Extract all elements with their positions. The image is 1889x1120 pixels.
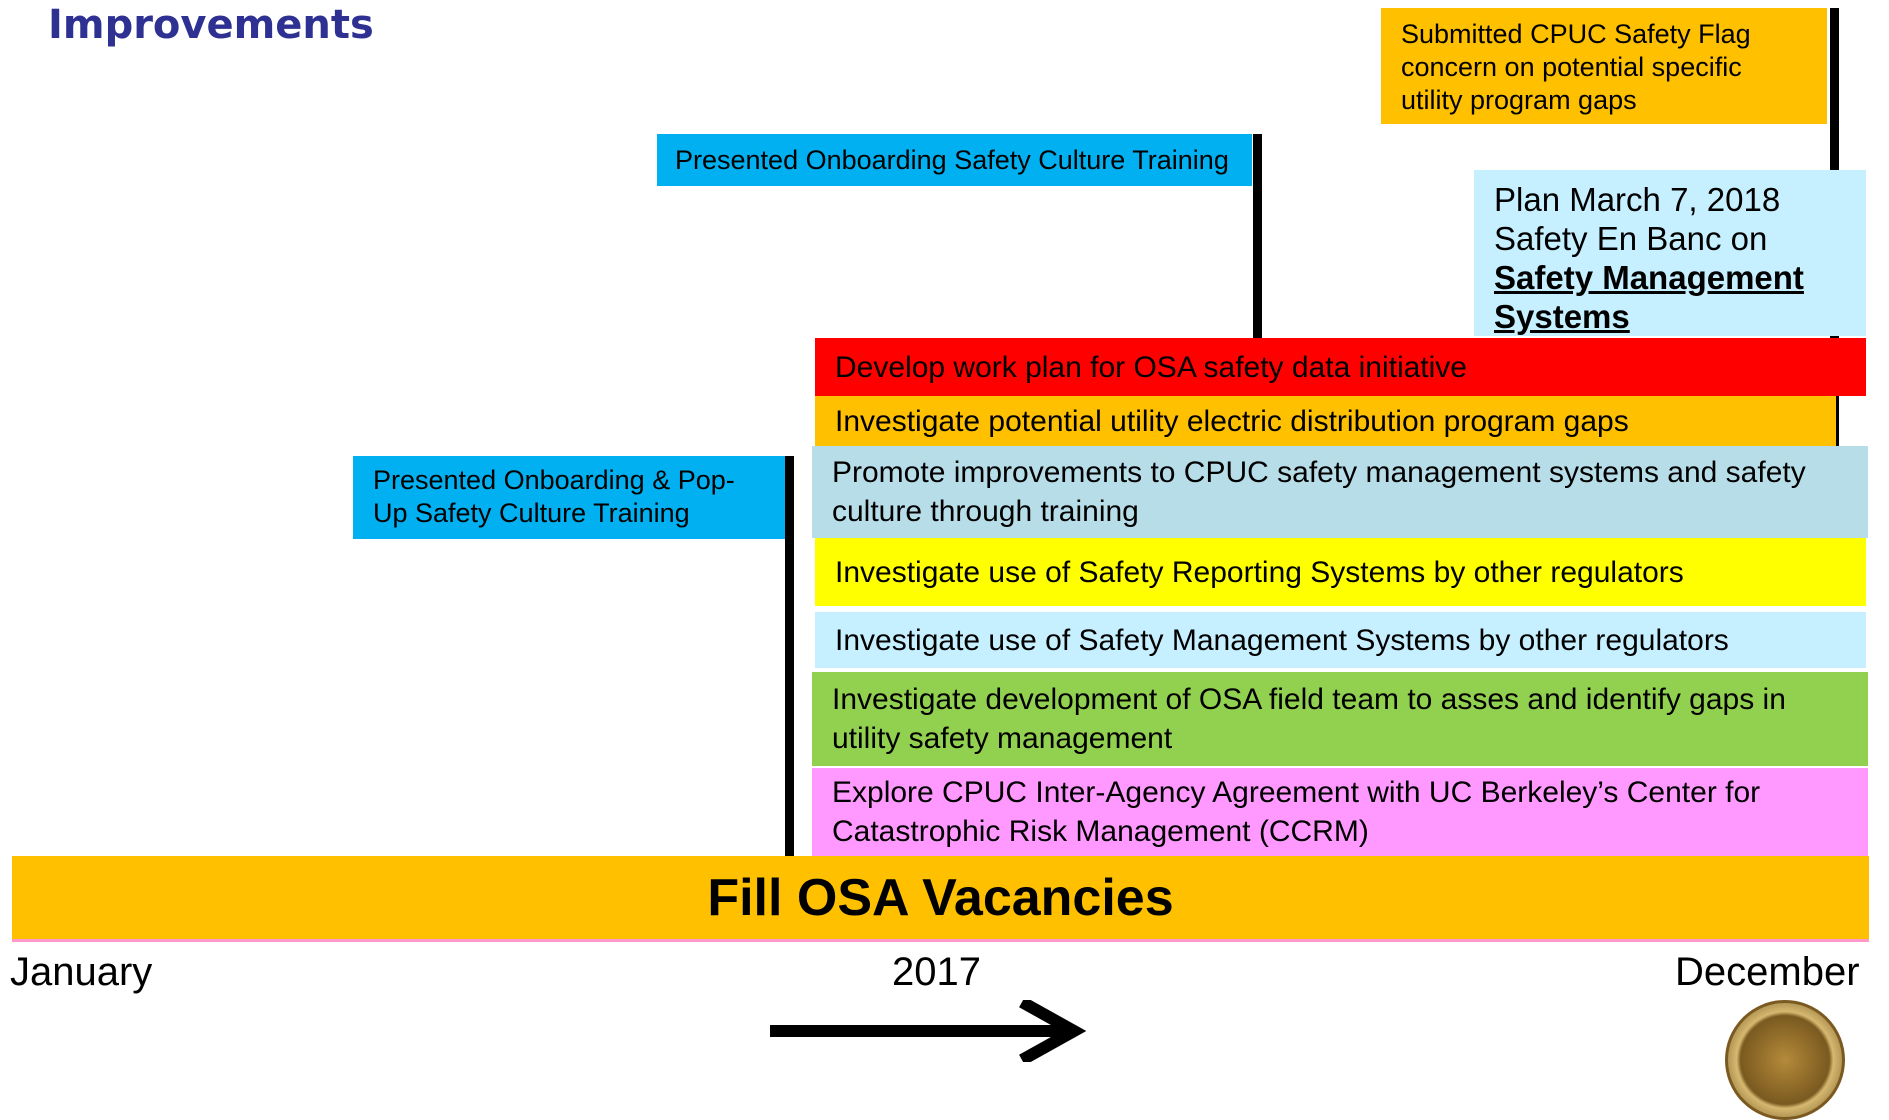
popup-training-callout: Presented Onboarding & Pop-Up Safety Cul… — [353, 456, 785, 539]
distribution-gaps-bar: Investigate potential utility electric d… — [815, 396, 1836, 446]
fill-vacancies-text: Fill OSA Vacancies — [707, 868, 1174, 927]
promote-improvements-bar: Promote improvements to CPUC safety mana… — [812, 446, 1868, 538]
plan-en-banc-callout: Plan March 7, 2018 Safety En Banc on Saf… — [1474, 170, 1866, 336]
safety-flag-callout: Submitted CPUC Safety Flag concern on po… — [1381, 8, 1827, 124]
management-systems-text: Investigate use of Safety Management Sys… — [835, 623, 1729, 657]
inter-agency-bar: Explore CPUC Inter-Agency Agreement with… — [812, 768, 1868, 856]
promote-improvements-text: Promote improvements to CPUC safety mana… — [832, 456, 1806, 528]
marker-line-popup — [785, 456, 794, 858]
field-team-bar: Investigate development of OSA field tea… — [812, 672, 1868, 766]
page-title: Improvements — [48, 2, 374, 48]
plan-en-banc-emphasis: Safety Management Systems — [1494, 259, 1804, 335]
axis-start-label: January — [10, 950, 153, 994]
work-plan-bar: Develop work plan for OSA safety data in… — [815, 338, 1866, 396]
plan-en-banc-text: Plan March 7, 2018 Safety En Banc on — [1494, 181, 1781, 257]
axis-end-label: December — [1675, 950, 1860, 994]
onboarding-training-callout: Presented Onboarding Safety Culture Trai… — [657, 134, 1252, 186]
distribution-gaps-text: Investigate potential utility electric d… — [835, 404, 1629, 438]
safety-flag-text: Submitted CPUC Safety Flag concern on po… — [1401, 19, 1751, 115]
marker-line-onboarding — [1253, 134, 1262, 346]
cpuc-seal-icon — [1725, 1000, 1845, 1120]
onboarding-training-text: Presented Onboarding Safety Culture Trai… — [675, 144, 1229, 175]
management-systems-bar: Investigate use of Safety Management Sys… — [815, 612, 1866, 668]
work-plan-text: Develop work plan for OSA safety data in… — [835, 350, 1467, 384]
reporting-systems-bar: Investigate use of Safety Reporting Syst… — [815, 538, 1866, 606]
field-team-text: Investigate development of OSA field tea… — [832, 683, 1786, 755]
inter-agency-text: Explore CPUC Inter-Agency Agreement with… — [832, 776, 1761, 848]
popup-training-text: Presented Onboarding & Pop-Up Safety Cul… — [373, 465, 735, 528]
right-arrow-icon — [770, 1000, 1087, 1062]
fill-vacancies-bar: Fill OSA Vacancies — [12, 856, 1869, 942]
axis-year-label: 2017 — [892, 950, 981, 994]
reporting-systems-text: Investigate use of Safety Reporting Syst… — [835, 555, 1684, 589]
